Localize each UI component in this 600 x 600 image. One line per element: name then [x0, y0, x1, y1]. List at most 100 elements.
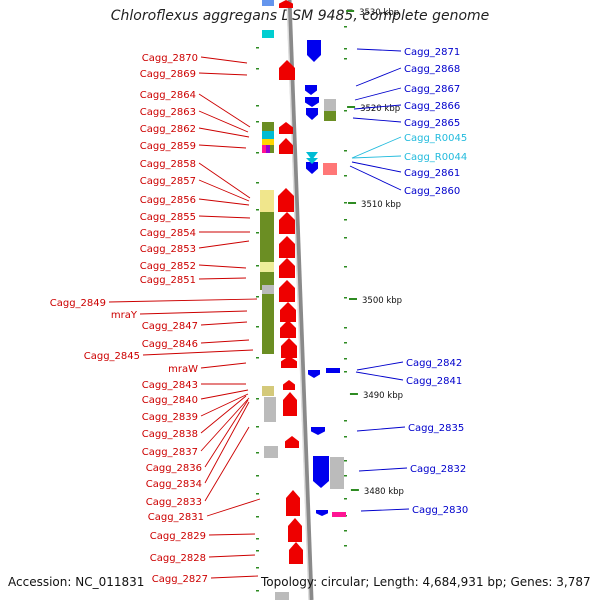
- left-gene-label[interactable]: Cagg_2833: [146, 497, 202, 508]
- left-gene-label[interactable]: Cagg_2847: [142, 321, 198, 332]
- right-leader-line: [360, 508, 410, 512]
- left-gene-label[interactable]: Cagg_2849: [50, 298, 106, 309]
- scale-tick: [349, 393, 358, 395]
- left-gene-label[interactable]: Cagg_2831: [148, 512, 204, 523]
- track-tick: [344, 110, 347, 112]
- right-leader-line: [358, 467, 408, 472]
- left-gene-label[interactable]: Cagg_2853: [140, 244, 196, 255]
- right-gene-label[interactable]: Cagg_2867: [404, 84, 460, 95]
- left-leader-line: [208, 533, 256, 536]
- reverse-gene-arrow: [307, 40, 321, 62]
- forward-gene-arrow: [283, 380, 295, 390]
- left-leader-line: [139, 310, 248, 315]
- forward-gene-arrow: [286, 490, 300, 516]
- track-tick: [344, 202, 347, 204]
- right-gene-label[interactable]: Cagg_2868: [404, 64, 460, 75]
- right-leader-line: [355, 67, 402, 87]
- left-gene-label[interactable]: Cagg_2851: [140, 275, 196, 286]
- right-leader-line: [352, 117, 402, 123]
- left-gene-label[interactable]: mraW: [168, 364, 198, 375]
- rna-gene-arrow: [306, 152, 318, 160]
- left-gene-label[interactable]: Cagg_2829: [150, 531, 206, 542]
- left-gene-label[interactable]: Cagg_2836: [146, 463, 202, 474]
- left-gene-label[interactable]: Cagg_2840: [142, 395, 198, 406]
- forward-gene-arrow: [279, 258, 295, 278]
- track-tick: [344, 498, 347, 500]
- track-tick: [344, 150, 347, 152]
- left-gene-label[interactable]: Cagg_2834: [146, 479, 202, 490]
- reverse-gene-arrow: [305, 85, 317, 95]
- left-gene-label[interactable]: Cagg_2827: [152, 574, 208, 585]
- left-leader-line: [204, 401, 250, 484]
- right-gene-label[interactable]: Cagg_2830: [412, 505, 468, 516]
- left-gene-label[interactable]: Cagg_2837: [142, 447, 198, 458]
- forward-gene-arrow: [281, 356, 297, 368]
- forward-gene-arrow: [283, 392, 297, 416]
- right-gene-label[interactable]: Cagg_2860: [404, 186, 460, 197]
- gene-category-block: [275, 592, 289, 600]
- right-gene-label[interactable]: Cagg_2835: [408, 423, 464, 434]
- right-gene-label[interactable]: Cagg_2832: [410, 464, 466, 475]
- track-tick: [256, 232, 259, 234]
- track-tick: [256, 398, 259, 400]
- right-gene-label[interactable]: Cagg_2861: [404, 168, 460, 179]
- left-leader-line: [198, 198, 250, 206]
- right-leader-line: [351, 155, 402, 159]
- right-gene-label[interactable]: Cagg_R0044: [404, 152, 467, 163]
- left-leader-line: [198, 72, 248, 76]
- left-gene-label[interactable]: Cagg_2864: [140, 90, 196, 101]
- track-tick: [256, 426, 259, 428]
- left-gene-label[interactable]: Cagg_2858: [140, 159, 196, 170]
- scale-label: 3490 kbp: [363, 391, 403, 401]
- forward-gene-arrow: [279, 236, 295, 258]
- right-leader-line: [353, 104, 402, 110]
- left-gene-label[interactable]: Cagg_2855: [140, 212, 196, 223]
- track-tick: [344, 297, 347, 299]
- track-tick: [256, 47, 259, 49]
- forward-gene-arrow: [279, 60, 295, 80]
- left-leader-line: [200, 389, 249, 400]
- left-leader-line: [198, 110, 249, 133]
- right-gene-label[interactable]: Cagg_2841: [406, 376, 462, 387]
- left-gene-label[interactable]: Cagg_2852: [140, 261, 196, 272]
- right-gene-label[interactable]: Cagg_2865: [404, 118, 460, 129]
- scale-tick: [349, 298, 357, 300]
- gene-category-block: [324, 111, 336, 121]
- track-tick: [256, 452, 259, 454]
- left-gene-label[interactable]: Cagg_2857: [140, 176, 196, 187]
- forward-gene-arrow: [279, 0, 293, 8]
- left-gene-label[interactable]: Cagg_2845: [84, 351, 140, 362]
- left-gene-label[interactable]: Cagg_2859: [140, 141, 196, 152]
- gene-category-block: [262, 139, 274, 145]
- left-gene-label[interactable]: Cagg_2869: [140, 69, 196, 80]
- right-gene-label[interactable]: Cagg_2871: [404, 47, 460, 58]
- left-gene-label[interactable]: Cagg_2843: [142, 380, 198, 391]
- left-leader-line: [206, 498, 261, 517]
- left-gene-label[interactable]: Cagg_2863: [140, 107, 196, 118]
- left-gene-label[interactable]: Cagg_2846: [142, 339, 198, 350]
- rna-gene-arrow: [306, 158, 318, 164]
- scale-tick: [347, 106, 356, 108]
- left-gene-label[interactable]: Cagg_2856: [140, 195, 196, 206]
- gene-category-block: [262, 0, 274, 6]
- left-gene-label[interactable]: Cagg_2854: [140, 228, 196, 239]
- right-gene-label[interactable]: Cagg_2842: [406, 358, 462, 369]
- left-gene-label[interactable]: Cagg_2870: [142, 53, 198, 64]
- track-tick: [344, 175, 347, 177]
- left-leader-line: [198, 162, 251, 199]
- left-gene-label[interactable]: Cagg_2838: [142, 429, 198, 440]
- forward-gene-arrow: [280, 320, 296, 338]
- left-leader-line: [200, 56, 248, 64]
- track-tick: [256, 357, 259, 359]
- left-gene-label[interactable]: Cagg_2862: [140, 124, 196, 135]
- left-gene-label[interactable]: Cagg_2839: [142, 412, 198, 423]
- track-tick: [344, 342, 347, 344]
- reverse-gene-arrow: [306, 162, 318, 174]
- gene-category-block: [262, 285, 274, 295]
- right-gene-label[interactable]: Cagg_R0045: [404, 133, 467, 144]
- left-gene-label[interactable]: Cagg_2828: [150, 553, 206, 564]
- track-tick: [344, 545, 347, 547]
- right-gene-label[interactable]: Cagg_2866: [404, 101, 460, 112]
- track-tick: [256, 121, 259, 123]
- left-gene-label[interactable]: mraY: [111, 310, 138, 321]
